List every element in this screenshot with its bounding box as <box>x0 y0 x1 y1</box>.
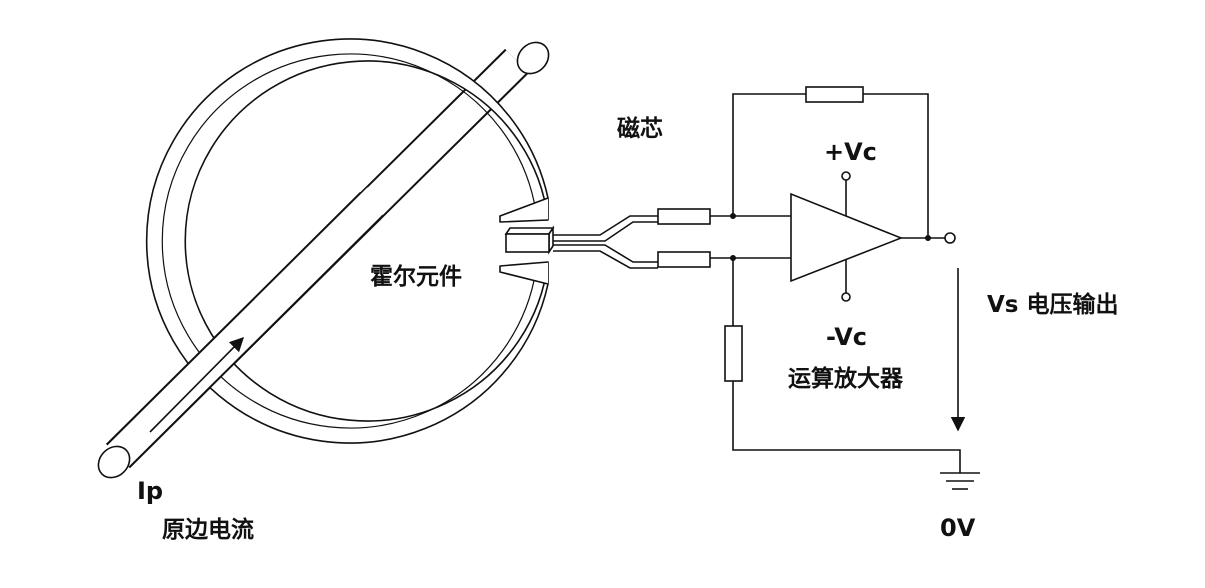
primary-current-label: 原边电流 <box>162 516 254 543</box>
primary-symbol-label: Ip <box>137 477 163 505</box>
junction-dot <box>730 255 736 261</box>
magnetic-core <box>145 38 549 444</box>
ground-return-wire <box>732 381 961 473</box>
hall-element <box>504 225 555 255</box>
core-label: 磁芯 <box>617 115 663 142</box>
ground-symbol <box>940 472 980 490</box>
op-amp <box>790 171 904 302</box>
hall-element-label: 霍尔元件 <box>370 263 462 290</box>
hall-leads <box>553 215 658 269</box>
input-resistor-top <box>657 208 711 225</box>
feedback-wire <box>732 93 806 216</box>
input-resistor-bottom <box>657 251 711 268</box>
negative-supply-label: -Vc <box>826 323 867 351</box>
feedback-wire-return <box>863 93 929 238</box>
ground-resistor <box>724 325 743 382</box>
ground-label: 0V <box>940 514 976 542</box>
feedback-resistor <box>805 86 864 103</box>
junction-dot <box>925 235 931 241</box>
junction-dot <box>730 213 736 219</box>
output-terminal <box>901 232 956 244</box>
positive-supply-label: +Vc <box>824 138 877 166</box>
primary-conductor-front <box>97 187 389 479</box>
op-amp-label: 运算放大器 <box>788 365 904 392</box>
current-direction-arrow <box>149 336 245 433</box>
output-label: Vs 电压输出 <box>987 291 1119 318</box>
